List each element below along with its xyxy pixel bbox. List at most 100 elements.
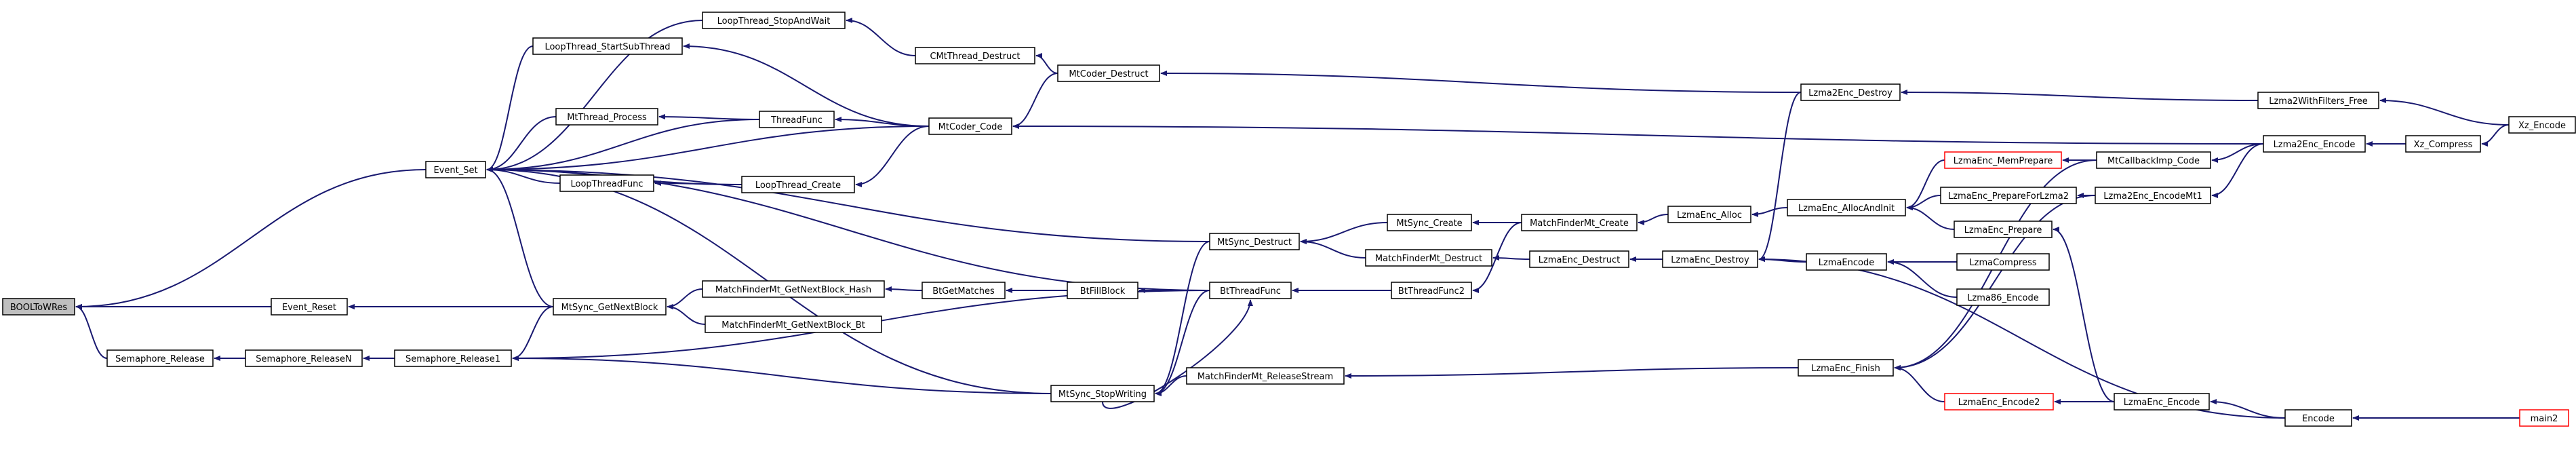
node-box[interactable] bbox=[2508, 116, 2576, 134]
node-box[interactable] bbox=[702, 280, 885, 298]
node-lzmaenc-encode2[interactable]: LzmaEnc_Encode2 bbox=[1944, 393, 2054, 411]
node-box[interactable] bbox=[1387, 214, 1472, 231]
node-lzma2enc-encodemt1[interactable]: Lzma2Enc_EncodeMt1 bbox=[2095, 187, 2211, 204]
node-box[interactable] bbox=[1521, 214, 1638, 231]
node-lzmaenc-alloc[interactable]: LzmaEnc_Alloc bbox=[1667, 206, 1751, 223]
node-box[interactable] bbox=[1391, 282, 1472, 299]
node-box[interactable] bbox=[1067, 282, 1138, 299]
node-box[interactable] bbox=[741, 176, 855, 193]
node-encode[interactable]: Encode bbox=[2284, 409, 2352, 427]
node-loopthread-create[interactable]: LoopThread_Create bbox=[741, 176, 855, 193]
node-semaphore-releasen[interactable]: Semaphore_ReleaseN bbox=[245, 349, 363, 367]
node-box[interactable] bbox=[1940, 187, 2077, 204]
node-lzma2enc-encode[interactable]: Lzma2Enc_Encode bbox=[2263, 135, 2366, 153]
node-box[interactable] bbox=[1800, 83, 1901, 101]
node-box[interactable] bbox=[759, 111, 835, 128]
node-box[interactable] bbox=[1944, 151, 2062, 169]
node-lzmacompress[interactable]: LzmaCompress bbox=[1956, 253, 2050, 271]
node-box[interactable] bbox=[2284, 409, 2352, 427]
node-lzmaencode[interactable]: LzmaEncode bbox=[1806, 253, 1887, 271]
node-box[interactable] bbox=[915, 47, 1035, 64]
node-box[interactable] bbox=[2114, 393, 2210, 411]
node-box[interactable] bbox=[425, 161, 486, 178]
node-event-set[interactable]: Event_Set bbox=[425, 161, 486, 178]
node-semaphore-release1[interactable]: Semaphore_Release1 bbox=[394, 349, 512, 367]
node-mtsync-create[interactable]: MtSync_Create bbox=[1387, 214, 1472, 231]
node-box[interactable] bbox=[1209, 233, 1300, 250]
node-box[interactable] bbox=[922, 282, 1006, 299]
node-box[interactable] bbox=[2263, 135, 2366, 153]
node-box[interactable] bbox=[1956, 288, 2050, 306]
node-event-reset[interactable]: Event_Reset bbox=[271, 298, 348, 316]
node-box[interactable] bbox=[1662, 250, 1758, 268]
node-xz-encode[interactable]: Xz_Encode bbox=[2508, 116, 2576, 134]
node-lzmaenc-encode[interactable]: LzmaEnc_Encode bbox=[2114, 393, 2210, 411]
node-box[interactable] bbox=[1956, 253, 2050, 271]
node-matchfindermt-getnextblock-hash[interactable]: MatchFinderMt_GetNextBlock_Hash bbox=[702, 280, 885, 298]
node-loopthreadfunc[interactable]: LoopThreadFunc bbox=[559, 174, 654, 192]
node-booltowres[interactable]: BOOLToWRes bbox=[2, 298, 75, 316]
node-box[interactable] bbox=[2257, 92, 2379, 109]
node-threadfunc[interactable]: ThreadFunc bbox=[759, 111, 835, 128]
node-matchfindermt-getnextblock-bt[interactable]: MatchFinderMt_GetNextBlock_Bt bbox=[705, 316, 882, 333]
node-box[interactable] bbox=[1050, 385, 1155, 402]
node-btgetmatches[interactable]: BtGetMatches bbox=[922, 282, 1006, 299]
node-box[interactable] bbox=[245, 349, 363, 367]
node-mtcallbackimp-code[interactable]: MtCallbackImp_Code bbox=[2096, 151, 2211, 169]
node-lzmaenc-allocandinit[interactable]: LzmaEnc_AllocAndInit bbox=[1787, 199, 1906, 216]
node-box[interactable] bbox=[2, 298, 75, 316]
node-box[interactable] bbox=[1954, 221, 2053, 238]
node-mtsync-stopwriting[interactable]: MtSync_StopWriting bbox=[1050, 385, 1155, 402]
node-btthreadfunc2[interactable]: BtThreadFunc2 bbox=[1391, 282, 1472, 299]
node-box[interactable] bbox=[1667, 206, 1751, 223]
node-box[interactable] bbox=[2519, 409, 2569, 427]
node-box[interactable] bbox=[1944, 393, 2054, 411]
node-cmtthread-destruct[interactable]: CMtThread_Destruct bbox=[915, 47, 1035, 64]
node-lzma2withfilters-free[interactable]: Lzma2WithFilters_Free bbox=[2257, 92, 2379, 109]
node-lzmaenc-prepare[interactable]: LzmaEnc_Prepare bbox=[1954, 221, 2053, 238]
node-box[interactable] bbox=[2096, 151, 2211, 169]
node-lzma86-encode[interactable]: Lzma86_Encode bbox=[1956, 288, 2050, 306]
node-lzma2enc-destroy[interactable]: Lzma2Enc_Destroy bbox=[1800, 83, 1901, 101]
node-lzmaenc-destruct[interactable]: LzmaEnc_Destruct bbox=[1529, 250, 1629, 268]
node-box[interactable] bbox=[1806, 253, 1887, 271]
node-box[interactable] bbox=[553, 298, 667, 316]
node-box[interactable] bbox=[928, 117, 1012, 135]
node-btfillblock[interactable]: BtFillBlock bbox=[1067, 282, 1138, 299]
node-mtcoder-code[interactable]: MtCoder_Code bbox=[928, 117, 1012, 135]
node-btthreadfunc[interactable]: BtThreadFunc bbox=[1209, 282, 1292, 299]
node-box[interactable] bbox=[555, 108, 658, 126]
node-matchfindermt-create[interactable]: MatchFinderMt_Create bbox=[1521, 214, 1638, 231]
node-mtsync-destruct[interactable]: MtSync_Destruct bbox=[1209, 233, 1300, 250]
node-box[interactable] bbox=[271, 298, 348, 316]
node-box[interactable] bbox=[1365, 249, 1492, 267]
node-box[interactable] bbox=[1057, 64, 1160, 82]
node-box[interactable] bbox=[1787, 199, 1906, 216]
node-lzmaenc-finish[interactable]: LzmaEnc_Finish bbox=[1798, 359, 1894, 377]
node-loopthread-startsubthread[interactable]: LoopThread_StartSubThread bbox=[532, 37, 683, 55]
node-mtthread-process[interactable]: MtThread_Process bbox=[555, 108, 658, 126]
node-lzmaenc-memprepare[interactable]: LzmaEnc_MemPrepare bbox=[1944, 151, 2062, 169]
node-box[interactable] bbox=[532, 37, 683, 55]
node-lzmaenc-prepareforlzma2[interactable]: LzmaEnc_PrepareForLzma2 bbox=[1940, 187, 2077, 204]
node-box[interactable] bbox=[1798, 359, 1894, 377]
node-box[interactable] bbox=[702, 12, 846, 29]
node-box[interactable] bbox=[1186, 367, 1345, 385]
node-box[interactable] bbox=[1529, 250, 1629, 268]
node-xz-compress[interactable]: Xz_Compress bbox=[2405, 135, 2481, 153]
node-loopthread-stopandwait[interactable]: LoopThread_StopAndWait bbox=[702, 12, 846, 29]
node-matchfindermt-releasestream[interactable]: MatchFinderMt_ReleaseStream bbox=[1186, 367, 1345, 385]
node-box[interactable] bbox=[705, 316, 882, 333]
node-mtsync-getnextblock[interactable]: MtSync_GetNextBlock bbox=[553, 298, 667, 316]
node-box[interactable] bbox=[394, 349, 512, 367]
node-box[interactable] bbox=[106, 349, 214, 367]
node-box[interactable] bbox=[2405, 135, 2481, 153]
node-mtcoder-destruct[interactable]: MtCoder_Destruct bbox=[1057, 64, 1160, 82]
node-matchfindermt-destruct[interactable]: MatchFinderMt_Destruct bbox=[1365, 249, 1492, 267]
node-semaphore-release[interactable]: Semaphore_Release bbox=[106, 349, 214, 367]
node-box[interactable] bbox=[559, 174, 654, 192]
node-main2[interactable]: main2 bbox=[2519, 409, 2569, 427]
node-lzmaenc-destroy[interactable]: LzmaEnc_Destroy bbox=[1662, 250, 1758, 268]
node-box[interactable] bbox=[1209, 282, 1292, 299]
node-box[interactable] bbox=[2095, 187, 2211, 204]
